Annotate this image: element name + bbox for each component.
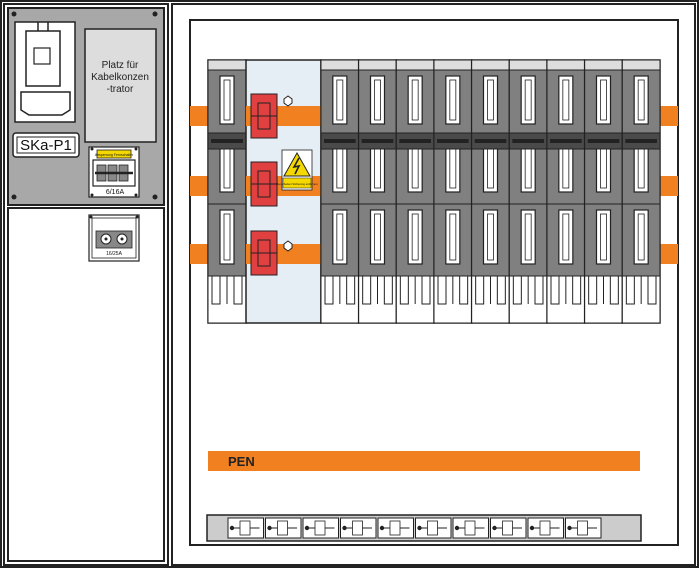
pen-terminal — [227, 517, 264, 539]
main-switch-cover: Bei Arbeiten Sicherung entfernen — [245, 59, 322, 324]
screw-icon — [11, 11, 17, 17]
pen-terminal — [302, 517, 339, 539]
warning-text: Bei Arbeiten Sicherung entfernen — [276, 182, 317, 186]
placeholder-line-3: -trator — [107, 84, 134, 95]
pen-terminal-group — [227, 517, 602, 539]
pen-terminal — [490, 517, 527, 539]
hex-nut-icon — [283, 95, 293, 107]
fuse-unit — [470, 59, 511, 324]
fuse-unit — [583, 59, 624, 324]
pen-terminal — [415, 517, 452, 539]
concentrator-placeholder — [84, 28, 157, 143]
meter-fuse-rating: 6/16A — [106, 189, 125, 196]
socket-rating: 16/25A — [106, 251, 123, 257]
fuse-unit — [546, 59, 586, 324]
pen-terminal — [565, 517, 602, 539]
ska-label: SKa-P1 — [20, 137, 72, 154]
pen-terminal — [377, 517, 414, 539]
right-column: Bei Arbeiten Sicherung entfernen PEN — [171, 3, 696, 566]
disconnect-switch-l1 — [250, 93, 278, 139]
screw-icon — [152, 194, 158, 200]
fuse-unit — [621, 59, 661, 324]
disconnect-switch-l3 — [250, 230, 278, 276]
fuse-unit — [207, 59, 247, 324]
fuse-unit — [508, 59, 548, 324]
fuse-unit-row — [320, 59, 661, 324]
fuse-unit — [357, 59, 398, 324]
socket-module: 16/25A — [88, 214, 140, 262]
high-voltage-warning-icon — [281, 149, 313, 191]
pen-terminal — [265, 517, 302, 539]
meter-fuse-warning: Absperrung Fernschalter — [95, 153, 134, 157]
hex-nut-icon — [283, 240, 293, 252]
fuse-unit — [433, 59, 473, 324]
pen-busbar — [208, 451, 640, 471]
left-column: Platz für Kabelkonzen -trator SKa-P1 Abs… — [3, 3, 169, 566]
screw-icon — [152, 11, 158, 17]
fuse-unit — [395, 59, 435, 324]
disconnect-switch-l2 — [250, 161, 278, 207]
fuse-unit — [320, 59, 360, 324]
electricity-meter-icon — [14, 21, 76, 123]
screw-icon — [11, 194, 17, 200]
pen-terminal — [340, 517, 377, 539]
meter-fuse-block: Absperrung Fernschalter 6/16A — [88, 146, 140, 198]
placeholder-line-1: Platz für — [102, 60, 139, 71]
pen-label: PEN — [228, 454, 255, 469]
fuse-column-main — [207, 59, 247, 324]
placeholder-line-2: Kabelkonzen — [91, 72, 149, 83]
lower-panel — [7, 207, 165, 562]
pen-terminal — [527, 517, 564, 539]
pen-terminal — [452, 517, 489, 539]
